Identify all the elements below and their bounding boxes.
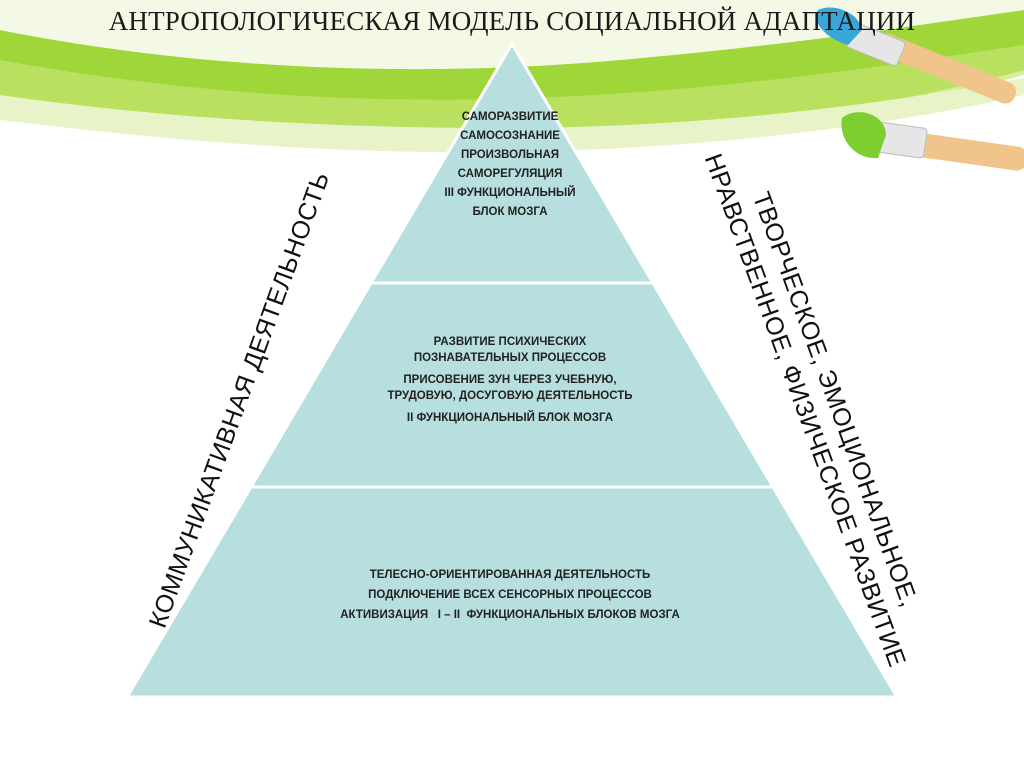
middle-line: II ФУНКЦИОНАЛЬНЫЙ БЛОК МОЗГА xyxy=(406,412,614,424)
pyramid-top-text: САМОРАЗВИТИЕ САМОСОЗНАНИЕ ПРОИЗВОЛЬНАЯ С… xyxy=(410,108,610,222)
middle-line: ПОЗНАВАТЕЛЬНЫХ ПРОЦЕССОВ xyxy=(413,352,607,364)
pyramid-bottom-tier xyxy=(124,485,900,699)
middle-line: ТРУДОВУЮ, ДОСУГОВУЮ ДЕЯТЕЛЬНОСТЬ xyxy=(387,390,633,402)
top-line: БЛОК МОЗГА xyxy=(472,206,548,218)
bottom-line: АКТИВИЗАЦИЯ I – II ФУНКЦИОНАЛЬНЫХ БЛОКОВ… xyxy=(340,609,680,621)
bottom-line: ПОДКЛЮЧЕНИЕ ВСЕХ СЕНСОРНЫХ ПРОЦЕССОВ xyxy=(368,589,652,601)
pyramid-bottom-text: ТЕЛЕСНО-ОРИЕНТИРОВАННАЯ ДЕЯТЕЛЬНОСТЬ ПОД… xyxy=(250,565,770,625)
top-line: САМОСОЗНАНИЕ xyxy=(460,130,560,142)
top-line: III ФУНКЦИОНАЛЬНЫЙ xyxy=(444,187,576,199)
bottom-line: ТЕЛЕСНО-ОРИЕНТИРОВАННАЯ ДЕЯТЕЛЬНОСТЬ xyxy=(369,569,651,581)
middle-line: РАЗВИТИЕ ПСИХИЧЕСКИХ xyxy=(433,336,587,348)
paintbrush-green-icon xyxy=(841,112,1024,171)
top-line: САМОРЕГУЛЯЦИЯ xyxy=(457,168,563,180)
pyramid-middle-text: РАЗВИТИЕ ПСИХИЧЕСКИХ ПОЗНАВАТЕЛЬНЫХ ПРОЦ… xyxy=(300,334,720,426)
slide-title: АНТРОПОЛОГИЧЕСКАЯ МОДЕЛЬ СОЦИАЛЬНОЙ АДАП… xyxy=(108,6,916,36)
middle-line: ПРИСОВЕНИЕ ЗУН ЧЕРЕЗ УЧЕБНУЮ, xyxy=(403,374,617,386)
paintbrush-blue-icon xyxy=(816,7,1017,104)
pyramid xyxy=(124,41,900,699)
top-line: ПРОИЗВОЛЬНАЯ xyxy=(460,149,560,161)
top-line: САМОРАЗВИТИЕ xyxy=(461,111,559,123)
